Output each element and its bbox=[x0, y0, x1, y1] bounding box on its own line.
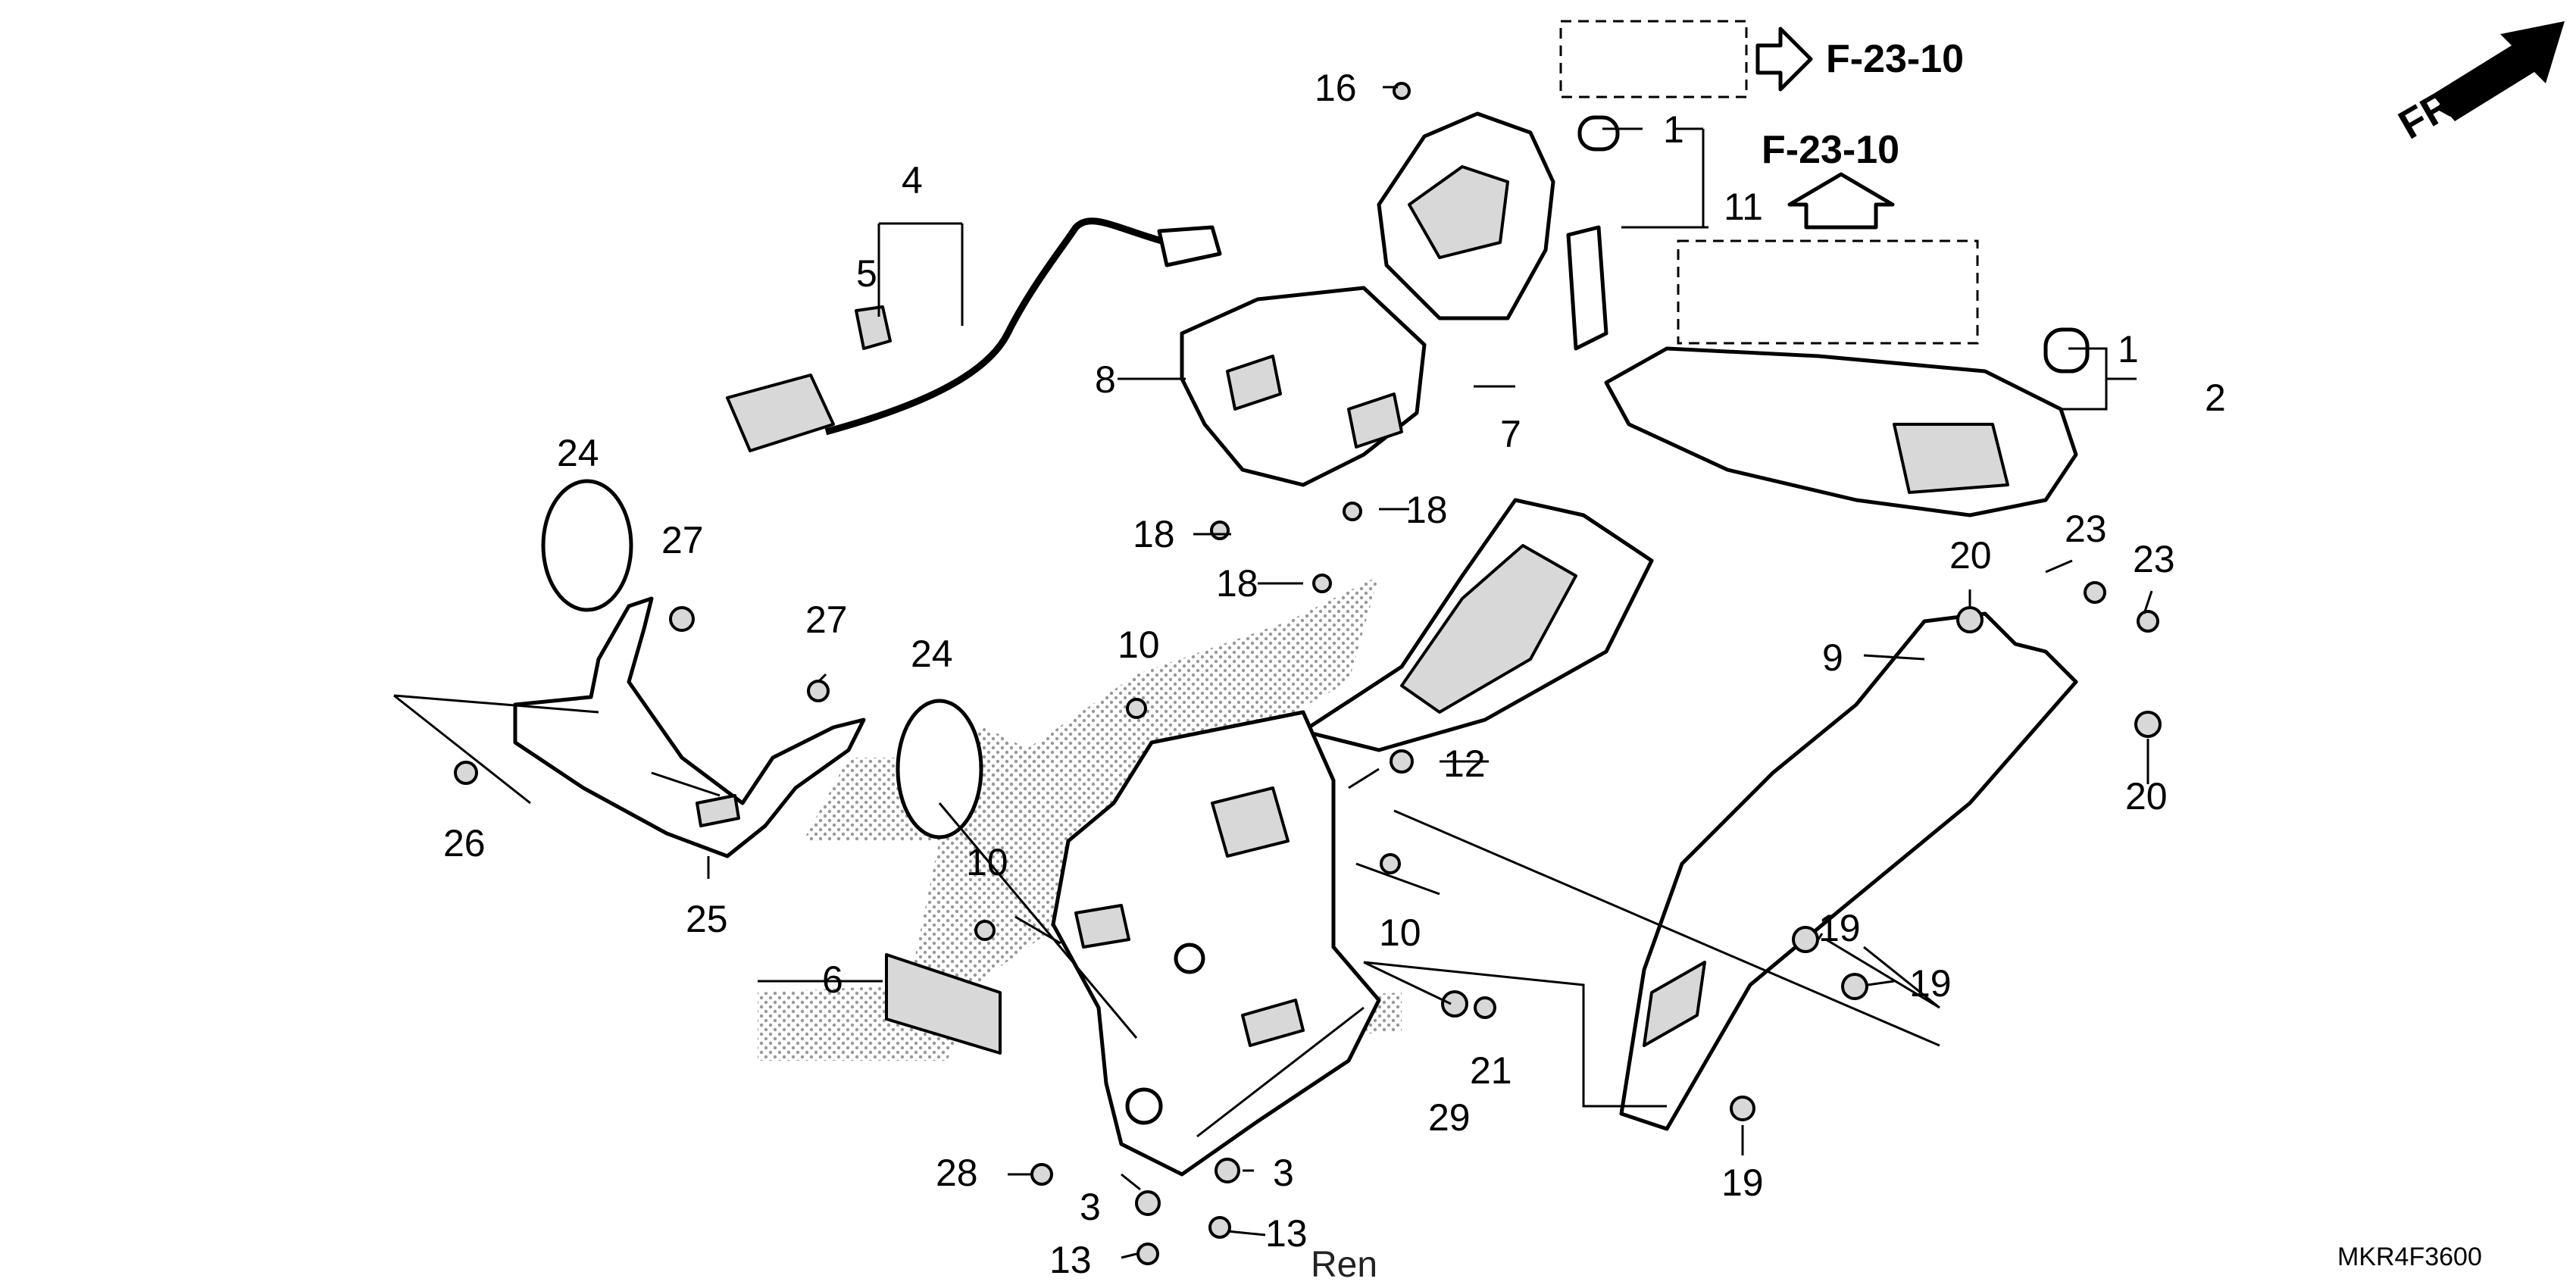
section-ref-top: F-23-10 bbox=[1559, 20, 1964, 98]
diagram-code: MKR4F3600 bbox=[2337, 1243, 2482, 1271]
section-ref-middle: F-23-10 bbox=[1677, 128, 1979, 345]
callout-11: 11 bbox=[1724, 186, 1763, 228]
callout-25: 25 bbox=[686, 898, 728, 940]
part-7 bbox=[1301, 498, 1654, 752]
part-6-reflector bbox=[885, 953, 1002, 1055]
callout-19a: 19 bbox=[1818, 907, 1861, 949]
callout-20b: 20 bbox=[2125, 775, 2168, 818]
callout-7: 7 bbox=[1500, 413, 1521, 455]
callout-10c: 10 bbox=[1379, 911, 1421, 954]
callout-labels: 1 1 2 3 3 4 5 6 7 8 9 10 10 10 11 12 13 … bbox=[443, 67, 2226, 1281]
callout-6: 6 bbox=[822, 958, 843, 1001]
callout-21: 21 bbox=[1470, 1049, 1512, 1092]
callout-18a: 18 bbox=[1133, 513, 1175, 555]
section-ref-label-2: F-23-10 bbox=[1762, 128, 1899, 172]
callout-10a: 10 bbox=[1118, 624, 1160, 666]
part-harness bbox=[726, 217, 1222, 452]
callout-4: 4 bbox=[902, 159, 923, 202]
part-tail-light bbox=[1604, 327, 2090, 517]
callout-27a: 27 bbox=[661, 519, 704, 561]
section-ref-label-1: F-23-10 bbox=[1826, 37, 1964, 81]
callout-9: 9 bbox=[1822, 636, 1843, 679]
callout-8: 8 bbox=[1095, 358, 1116, 401]
callout-23a: 23 bbox=[2065, 508, 2107, 550]
callout-12: 12 bbox=[1443, 742, 1486, 785]
callout-23b: 23 bbox=[2133, 538, 2175, 580]
callout-5: 5 bbox=[856, 252, 877, 295]
callout-26: 26 bbox=[443, 822, 486, 864]
front-direction-arrow: FR. bbox=[2391, 21, 2565, 148]
callout-27b: 27 bbox=[805, 599, 848, 641]
part-8 bbox=[1180, 286, 1427, 487]
leader-lines bbox=[393, 86, 2153, 1259]
part-9-subframe bbox=[1619, 611, 2078, 1131]
callout-20a: 20 bbox=[1949, 534, 1992, 577]
callout-1b: 1 bbox=[2118, 328, 2139, 370]
callout-13a: 13 bbox=[1049, 1239, 1092, 1281]
callout-24b: 24 bbox=[911, 633, 953, 675]
callout-28: 28 bbox=[936, 1152, 978, 1194]
callout-1a: 1 bbox=[1663, 108, 1684, 151]
fasteners bbox=[454, 82, 2162, 1265]
callout-16: 16 bbox=[1315, 67, 1357, 109]
callout-13b: 13 bbox=[1265, 1212, 1308, 1255]
part-25-bracket bbox=[513, 596, 866, 858]
callout-19b: 19 bbox=[1909, 962, 1952, 1005]
callout-3a: 3 bbox=[1080, 1186, 1101, 1228]
callout-10b: 10 bbox=[966, 841, 1008, 883]
callout-19c: 19 bbox=[1721, 1161, 1764, 1204]
watermark: Ren bbox=[1311, 1245, 1377, 1285]
callout-18c: 18 bbox=[1216, 562, 1258, 605]
callout-18b: 18 bbox=[1405, 489, 1448, 531]
callout-3b: 3 bbox=[1273, 1152, 1294, 1194]
callout-24a: 24 bbox=[557, 432, 599, 474]
part-11-assembly bbox=[1377, 111, 1620, 351]
part-24-discs bbox=[541, 479, 983, 839]
callout-29: 29 bbox=[1428, 1096, 1471, 1139]
callout-2: 2 bbox=[2205, 377, 2226, 419]
